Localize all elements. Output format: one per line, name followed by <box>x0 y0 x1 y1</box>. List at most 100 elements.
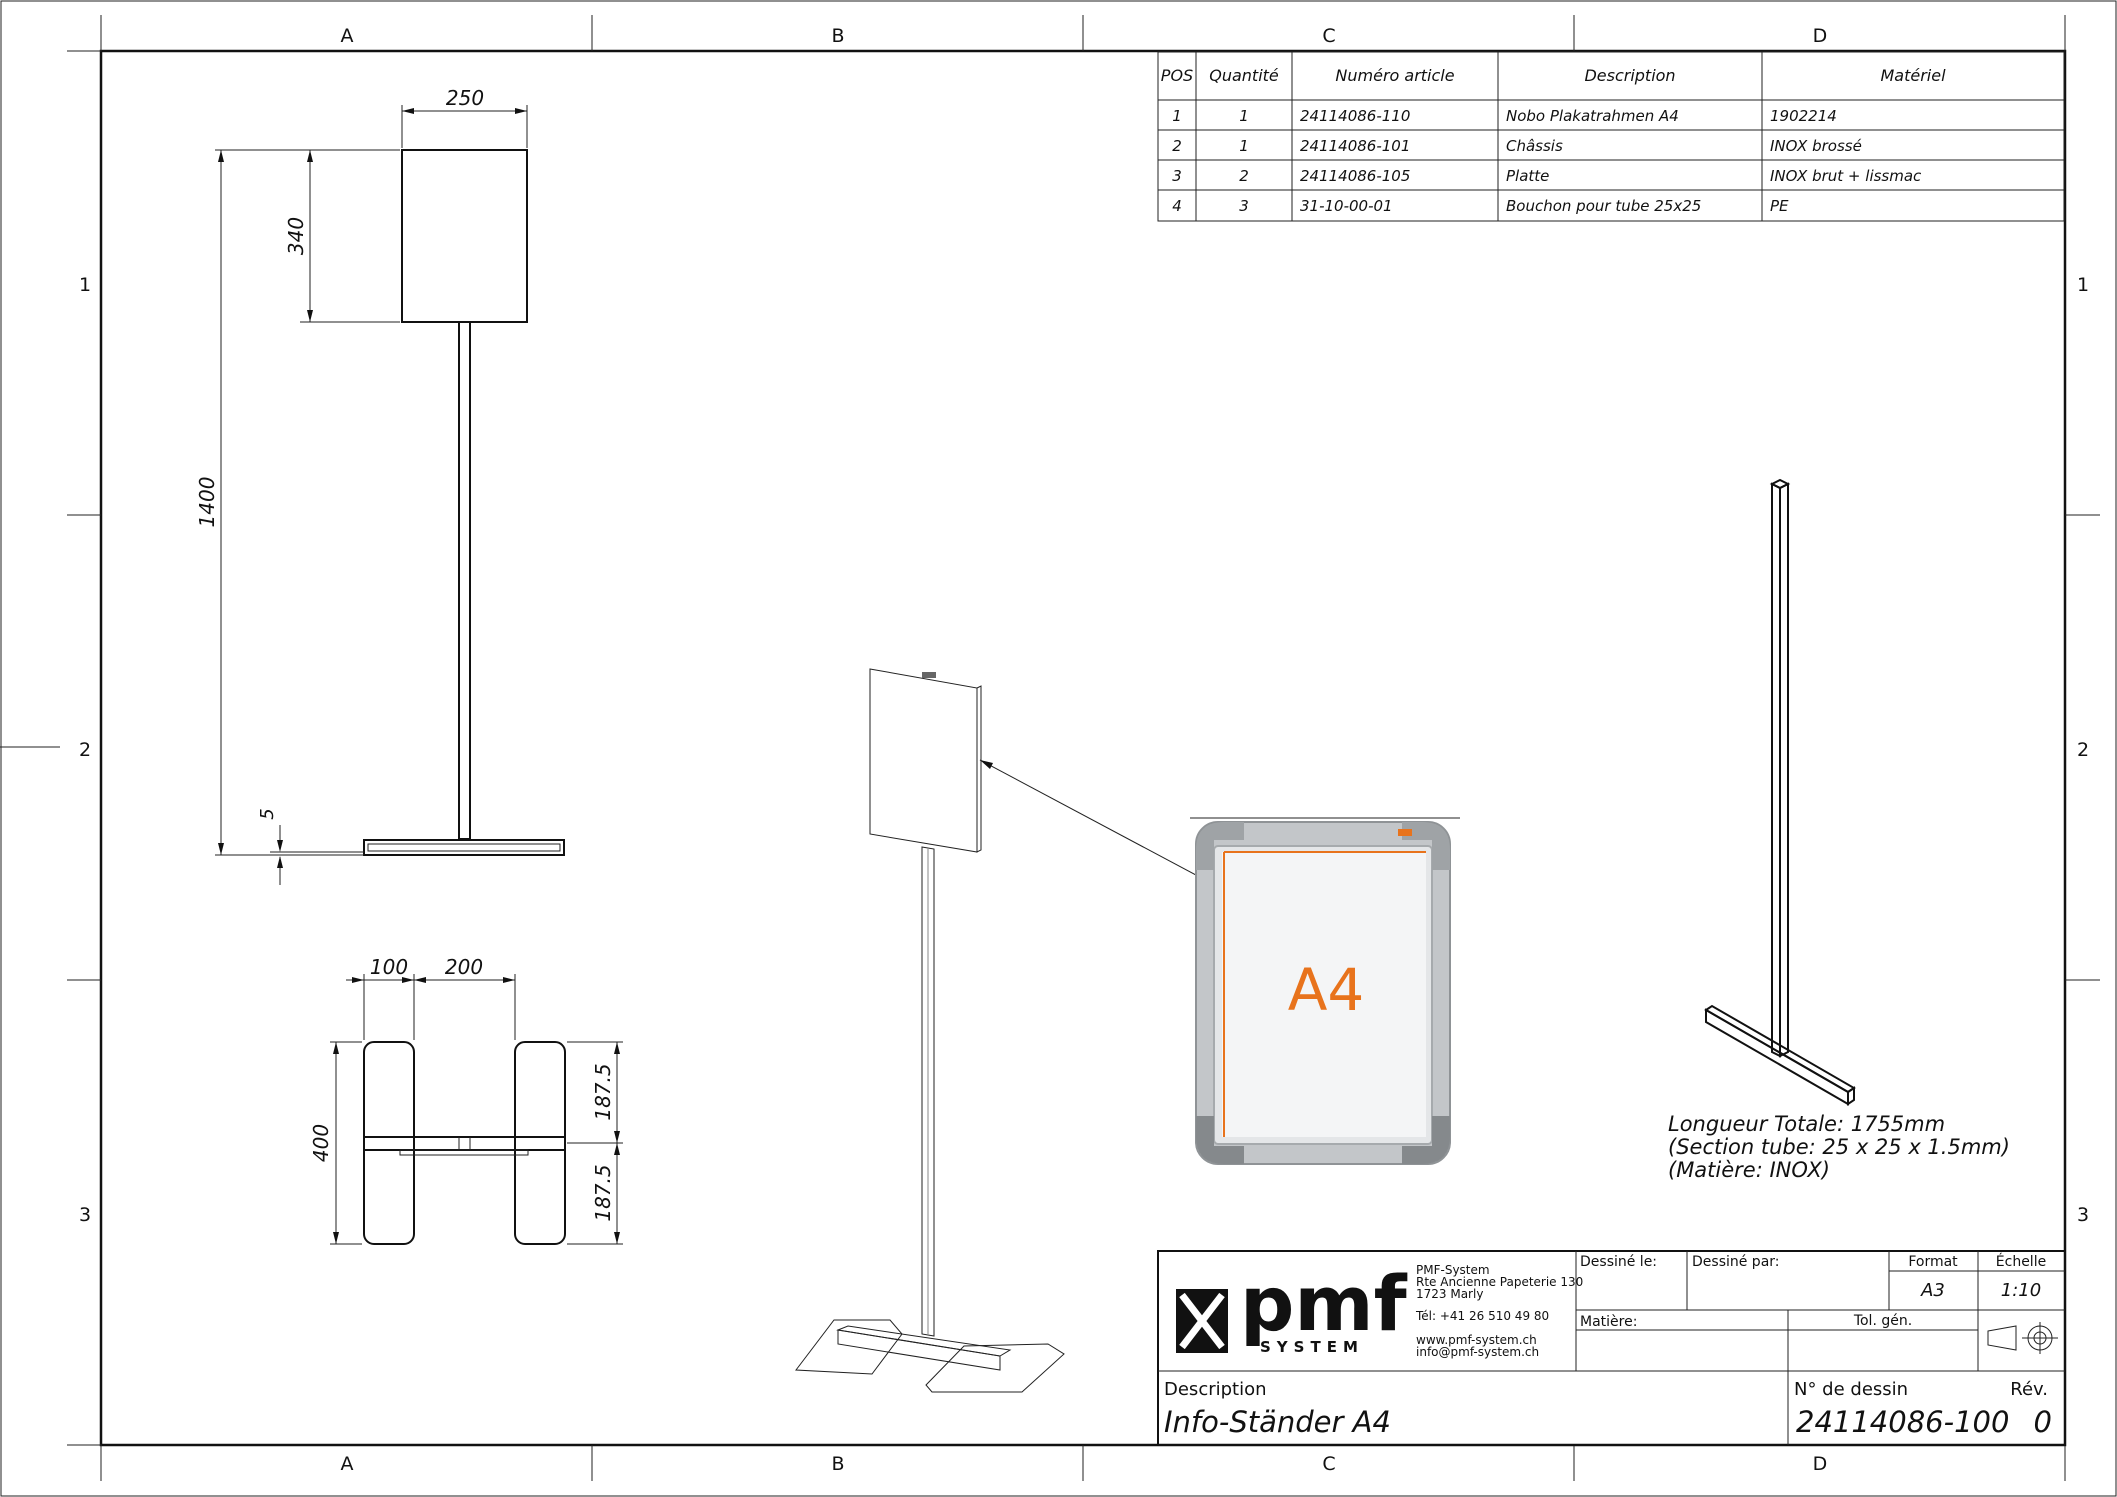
bom-row-4-material: PE <box>1770 197 1789 215</box>
bom-row-4-pos: 4 <box>1172 197 1182 215</box>
bom-row-4-article: 31-10-00-01 <box>1300 197 1393 215</box>
revision-label: Rév. <box>2010 1379 2048 1400</box>
dim-base-offset: 100 <box>370 955 408 979</box>
tube-post <box>1771 482 1781 1058</box>
bom-header-quantity: Quantité <box>1209 66 1279 85</box>
bom-row-2-pos: 2 <box>1172 137 1182 155</box>
bom-header-material: Matériel <box>1880 66 1946 85</box>
zone-col-b-top: B <box>831 25 844 47</box>
material-label: Matière: <box>1580 1314 1637 1330</box>
scale-value: 1:10 <box>2001 1280 2041 1301</box>
dim-base-depth: 400 <box>309 1124 333 1162</box>
title-block: pmf SYSTEM PMF-System Rte Ancienne Papet… <box>1157 1250 2066 1446</box>
logo-system-text: SYSTEM <box>1260 1338 1364 1356</box>
bom-row-2-qty: 1 <box>1239 137 1249 155</box>
panel-outline <box>401 149 528 323</box>
zone-row-2-left: 2 <box>79 739 91 761</box>
zone-row-1-right: 1 <box>2077 274 2089 296</box>
zone-col-c-bottom: C <box>1322 1453 1335 1475</box>
dim-base-thickness: 5 <box>257 808 278 819</box>
isometric-view <box>795 668 1225 1393</box>
iso-crossbar <box>836 1325 1012 1357</box>
bom-row-1-description: Nobo Plakatrahmen A4 <box>1506 107 1679 125</box>
pmf-logo: pmf SYSTEM <box>1176 1259 1408 1356</box>
drawing-number-label: N° de dessin <box>1794 1379 1908 1400</box>
frame-label-a4: A4 <box>1288 956 1365 1024</box>
zone-col-b-bottom: B <box>831 1453 844 1475</box>
zone-labels: A B C D A B C D 1 2 3 1 2 3 <box>79 25 2089 1475</box>
bom-row-2-material: INOX brossé <box>1770 137 1862 155</box>
dim-half-depth-1: 187.5 <box>591 1063 615 1120</box>
bom-row-1-pos: 1 <box>1172 107 1182 125</box>
bom-row-1-article: 24114086-110 <box>1300 107 1410 125</box>
revision-value: 0 <box>2034 1405 2052 1439</box>
bom-row-3-article: 24114086-105 <box>1300 167 1410 185</box>
iso-foot-left <box>795 1319 903 1375</box>
bom-row-3-qty: 2 <box>1239 167 1249 185</box>
tube-note-length: Longueur Totale: 1755mm <box>1668 1112 1945 1136</box>
tube-note-material: (Matière: INOX) <box>1668 1158 1830 1182</box>
post-outline <box>458 321 471 840</box>
zone-col-d-bottom: D <box>1813 1453 1828 1475</box>
projection-symbol-icon <box>1987 1322 2058 1354</box>
bom-row-3-pos: 3 <box>1172 167 1182 185</box>
bom-row-4-description: Bouchon pour tube 25x25 <box>1506 197 1701 215</box>
zone-row-1-left: 1 <box>79 274 91 296</box>
base-outline <box>363 839 565 856</box>
company-web: www.pmf-system.ch <box>1416 1333 1537 1347</box>
dim-panel-height: 340 <box>284 217 308 255</box>
a4-frame-detail: A4 <box>1190 817 1460 1165</box>
frame-poster-area <box>1222 852 1426 1137</box>
zone-col-a-top: A <box>341 25 354 47</box>
detail-leader <box>979 759 1225 891</box>
drawn-by-label: Dessiné par: <box>1692 1254 1780 1270</box>
dim-total-height: 1400 <box>195 477 219 528</box>
bom-header-article-number: Numéro article <box>1335 66 1454 85</box>
tube-note-section: (Section tube: 25 x 25 x 1.5mm) <box>1668 1135 2010 1159</box>
format-label: Format <box>1908 1254 1958 1270</box>
bom-row-2-description: Châssis <box>1506 137 1563 155</box>
bom-row-2-article: 24114086-101 <box>1300 137 1410 155</box>
zone-row-3-left: 3 <box>79 1204 91 1226</box>
zone-row-3-right: 3 <box>2077 1204 2089 1226</box>
bill-of-materials-table: POS Quantité Numéro article Description … <box>1157 51 2065 222</box>
bom-header-description: Description <box>1584 66 1675 85</box>
zone-row-2-right: 2 <box>2077 739 2089 761</box>
iso-panel <box>869 668 978 853</box>
bom-row-3-material: INOX brut + lissmac <box>1770 167 1922 185</box>
drawing-number-value: 24114086-100 <box>1796 1405 2009 1439</box>
bom-row-4-qty: 3 <box>1239 197 1249 215</box>
front-view: 250 340 1400 5 <box>195 86 565 885</box>
dim-base-spacing: 200 <box>445 955 483 979</box>
base-crossbar <box>363 1136 566 1151</box>
zone-col-c-top: C <box>1322 25 1335 47</box>
company-email: info@pmf-system.ch <box>1416 1345 1539 1359</box>
base-top-view: 100 200 400 187.5 187.5 <box>309 955 623 1245</box>
company-name: PMF-System <box>1416 1263 1490 1277</box>
logo-pmf-text: pmf <box>1240 1259 1408 1348</box>
tube-isometric-view: Longueur Totale: 1755mm (Section tube: 2… <box>1668 478 2010 1182</box>
scale-label: Échelle <box>1996 1253 2046 1270</box>
format-value: A3 <box>1920 1280 1945 1301</box>
dim-panel-width: 250 <box>446 86 484 110</box>
tolerance-label: Tol. gén. <box>1853 1313 1912 1329</box>
iso-post <box>921 846 935 1337</box>
description-label: Description <box>1164 1379 1267 1400</box>
bom-row-3-description: Platte <box>1506 167 1549 185</box>
base-foot-right <box>514 1041 566 1245</box>
company-phone: Tél: +41 26 510 49 80 <box>1415 1309 1549 1323</box>
iso-foot-right <box>925 1343 1065 1393</box>
zone-col-a-bottom: A <box>341 1453 354 1475</box>
dim-half-depth-2: 187.5 <box>591 1164 615 1221</box>
company-address-1: Rte Ancienne Papeterie 130 <box>1416 1275 1583 1289</box>
base-foot-left <box>363 1041 415 1245</box>
bom-header-pos: POS <box>1161 66 1193 85</box>
bom-row-1-qty: 1 <box>1239 107 1249 125</box>
drawn-on-label: Dessiné le: <box>1580 1254 1657 1270</box>
bom-row-1-material: 1902214 <box>1770 107 1837 125</box>
description-value: Info-Ständer A4 <box>1164 1405 1391 1439</box>
zone-col-d-top: D <box>1813 25 1828 47</box>
company-address-2: 1723 Marly <box>1416 1287 1483 1301</box>
